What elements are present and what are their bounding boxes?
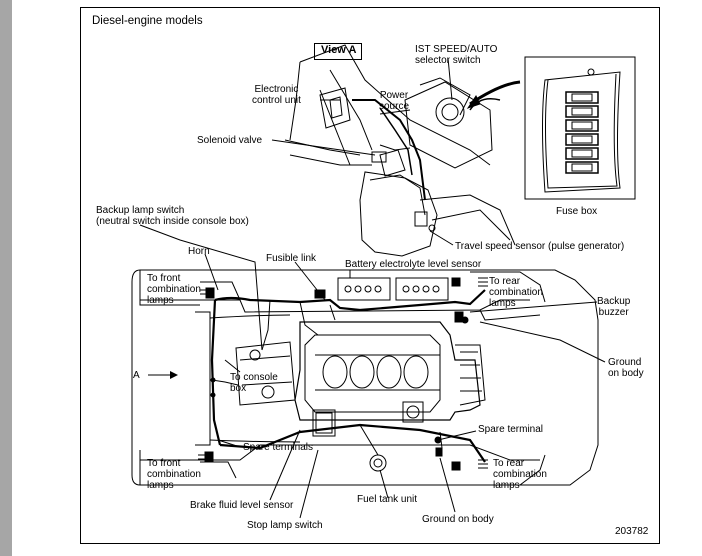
figure-title: Diesel-engine models: [92, 15, 203, 27]
label-spare-terminals: Spare terminals: [243, 442, 314, 453]
label-rear-lamps-bottom: To rear combination lamps: [493, 458, 547, 491]
label-brake-fluid-sensor: Brake fluid level sensor: [190, 500, 294, 511]
label-horn: Horn: [188, 246, 210, 257]
label-ground-on-body-bottom: Ground on body: [422, 514, 494, 525]
label-solenoid-valve: Solenoid valve: [197, 135, 263, 146]
view-a-console-drawing: [271, 44, 516, 257]
view-a-box: [314, 43, 362, 60]
direction-label-a: A: [133, 370, 140, 381]
label-battery-sensor: Battery electrolyte level sensor: [345, 259, 482, 270]
figure-number: 203782: [615, 526, 649, 537]
label-ist-switch: IST SPEED/AUTO selector switch: [415, 44, 498, 66]
label-spare-terminal: Spare terminal: [478, 424, 544, 435]
label-fuse-box: Fuse box: [556, 206, 598, 217]
page-side-bar: [0, 0, 12, 556]
label-fuel-tank-unit: Fuel tank unit: [357, 494, 418, 505]
view-a-label: View A: [321, 44, 357, 56]
label-backup-buzzer: Backup buzzer: [597, 296, 631, 318]
label-ground-on-body-right: Ground on body: [608, 357, 644, 379]
label-travel-speed-sensor: Travel speed sensor (pulse generator): [455, 241, 625, 252]
label-stop-lamp-switch: Stop lamp switch: [247, 520, 323, 531]
label-fusible-link: Fusible link: [266, 253, 317, 264]
label-power-source: Power source: [379, 90, 410, 112]
label-backup-lamp-switch: Backup lamp switch (neutral switch insid…: [96, 205, 249, 227]
label-rear-lamps-top: To rear combination lamps: [489, 276, 543, 309]
figure-frame: [80, 7, 660, 544]
label-front-lamps-bottom: To front combination lamps: [147, 458, 201, 491]
label-ecu: Electronic control unit: [252, 84, 301, 106]
label-console-box: To console box: [230, 372, 278, 394]
label-front-lamps-top: To front combination lamps: [147, 273, 201, 306]
chassis-drawing: [131, 224, 606, 519]
fuse-box-inset: [466, 56, 636, 200]
